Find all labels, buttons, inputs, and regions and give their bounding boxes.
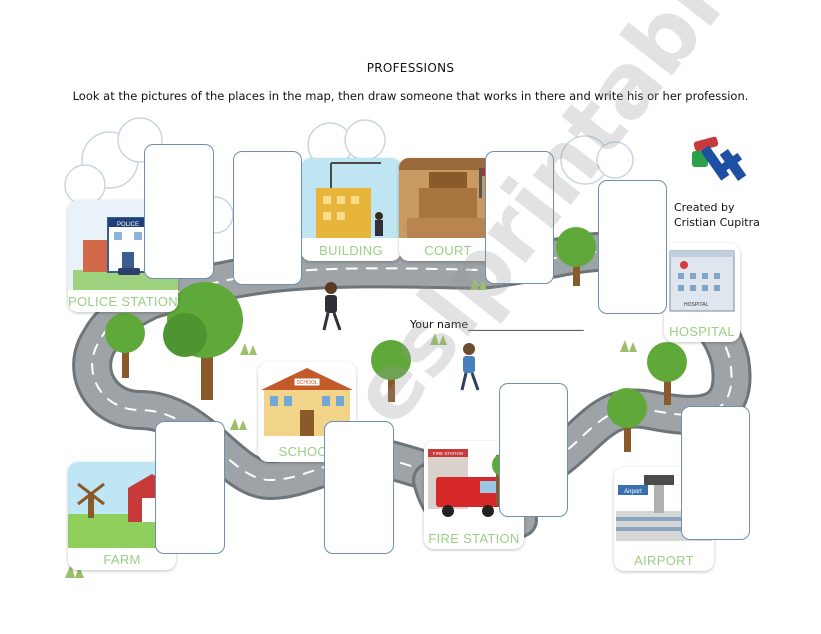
place-school: SCHOOL SCHOOL	[258, 362, 356, 462]
tree	[163, 282, 243, 400]
grass-tuft	[620, 340, 637, 352]
place-label-fire-station: FIRE STATION	[428, 531, 520, 546]
drawing-box-5[interactable]	[155, 421, 225, 554]
place-court: COURT	[399, 158, 497, 261]
cloud-puff	[596, 141, 634, 179]
tree	[105, 313, 145, 378]
place-building: BUILDING	[301, 158, 401, 261]
place-label-building: BUILDING	[319, 243, 383, 258]
tree	[556, 227, 596, 286]
tree	[371, 340, 411, 402]
drawing-box-1[interactable]	[144, 144, 214, 279]
drawing-box-3[interactable]	[485, 151, 554, 284]
court-picture	[399, 158, 497, 238]
place-label-hospital: HOSPITAL	[669, 324, 735, 339]
place-hospital: HOSPITAL HOSPITAL	[664, 243, 740, 342]
author-logo	[692, 136, 747, 181]
grass-tuft	[230, 418, 247, 430]
credit-line-2: Cristian Cupitra	[674, 216, 760, 229]
tree	[647, 342, 687, 405]
place-label-airport: AIRPORT	[634, 553, 694, 568]
man-walking	[460, 343, 480, 391]
your-name-field[interactable]: Your name_____________________	[410, 318, 584, 331]
drawing-box-7[interactable]	[499, 383, 568, 517]
trees	[105, 227, 687, 452]
place-label-court: COURT	[424, 243, 472, 258]
school-picture: SCHOOL	[258, 362, 356, 440]
drawing-box-8[interactable]	[681, 406, 750, 540]
place-label-police-station: POLICE STATION	[68, 294, 178, 309]
woman-walking	[322, 282, 342, 331]
drawing-box-4[interactable]	[598, 180, 667, 314]
place-label-farm: FARM	[103, 552, 141, 567]
drawing-box-6[interactable]	[324, 421, 394, 554]
police-sign: POLICE	[117, 222, 139, 228]
grass-tuft	[240, 343, 257, 355]
author-credit: Created by Cristian Cupitra	[674, 200, 760, 230]
hospital-sign: HOSPITAL	[684, 302, 709, 308]
instructions-text: Look at the pictures of the places in th…	[72, 89, 749, 103]
credit-line-1: Created by	[674, 201, 735, 214]
hospital-picture: HOSPITAL	[664, 243, 740, 320]
school-sign: SCHOOL	[296, 380, 317, 386]
fire-station-sign: FIRE STATION	[433, 451, 463, 456]
grass-tuft	[430, 333, 447, 345]
worksheet-title: PROFESSIONS	[366, 61, 455, 75]
place-label-school: SCHOOL	[278, 444, 336, 459]
tree	[607, 388, 647, 452]
building-picture	[301, 158, 401, 238]
drawing-box-2[interactable]	[233, 151, 302, 285]
cloud-puff	[344, 119, 386, 161]
grass-tuft	[470, 278, 487, 290]
airport-sign: Airport	[624, 489, 642, 495]
cloud-puff	[64, 164, 106, 206]
